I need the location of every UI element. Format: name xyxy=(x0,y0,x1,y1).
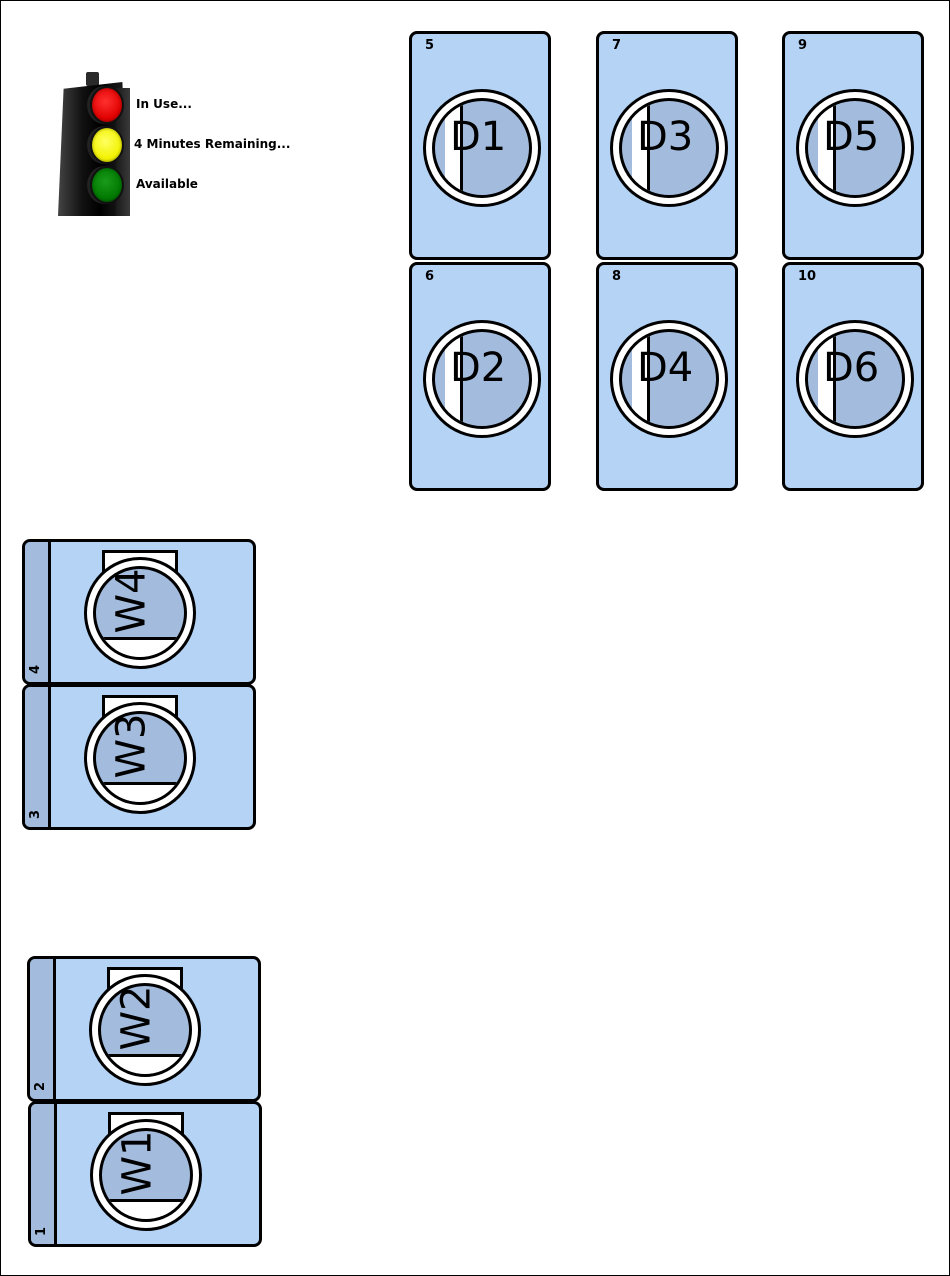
washer-side-panel xyxy=(25,687,51,827)
dryer-d3[interactable]: 7 D3 xyxy=(596,31,738,260)
legend-available-label: Available xyxy=(136,177,198,191)
dryer-door-icon: D5 xyxy=(796,89,914,207)
dryer-d6[interactable]: 10 D6 xyxy=(782,262,924,491)
legend-remaining-label: 4 Minutes Remaining... xyxy=(134,137,291,151)
machine-number: 9 xyxy=(798,38,808,53)
machine-number: 8 xyxy=(612,269,622,284)
machine-number: 6 xyxy=(425,269,435,284)
dryer-d4[interactable]: 8 D4 xyxy=(596,262,738,491)
machine-label: D4 xyxy=(637,345,694,391)
red-light-icon xyxy=(90,86,124,124)
machine-number: 7 xyxy=(612,38,622,53)
washer-door-icon: W4 xyxy=(84,557,196,669)
machine-number: 10 xyxy=(798,269,817,284)
machine-number: 1 xyxy=(34,1226,49,1236)
washer-door-icon: W3 xyxy=(84,702,196,814)
machine-label: W4 xyxy=(108,568,155,634)
machine-label: W3 xyxy=(108,713,155,779)
status-legend: In Use... 4 Minutes Remaining... Availab… xyxy=(56,70,316,220)
dryer-door-icon: D4 xyxy=(610,320,728,438)
machine-label: D5 xyxy=(823,114,880,160)
dryer-door-icon: D1 xyxy=(423,89,541,207)
dryer-door-icon: D2 xyxy=(423,320,541,438)
traffic-light-pole xyxy=(86,72,99,86)
washer-w4[interactable]: 4 W4 xyxy=(22,539,256,685)
dryer-d2[interactable]: 6 D2 xyxy=(409,262,551,491)
dryer-d5[interactable]: 9 D5 xyxy=(782,31,924,260)
machine-label: D6 xyxy=(823,345,880,391)
machine-number: 3 xyxy=(28,809,43,819)
machine-label: W2 xyxy=(113,985,160,1051)
machine-number: 4 xyxy=(28,664,43,674)
dryer-door-icon: D6 xyxy=(796,320,914,438)
machine-label: W1 xyxy=(114,1130,161,1196)
machine-label: D2 xyxy=(450,345,507,391)
legend-in-use-label: In Use... xyxy=(136,97,192,111)
washer-door-icon: W1 xyxy=(90,1119,202,1231)
dryer-door-icon: D3 xyxy=(610,89,728,207)
washer-door-icon: W2 xyxy=(89,974,201,1086)
machine-number: 5 xyxy=(425,38,435,53)
machine-label: D3 xyxy=(637,114,694,160)
green-light-icon xyxy=(90,166,124,204)
washer-w1[interactable]: 1 W1 xyxy=(28,1101,262,1247)
washer-side-panel xyxy=(30,959,56,1099)
washer-w3[interactable]: 3 W3 xyxy=(22,684,256,830)
washer-side-panel xyxy=(31,1104,57,1244)
dryer-d1[interactable]: 5 D1 xyxy=(409,31,551,260)
washer-side-panel xyxy=(25,542,51,682)
machine-number: 2 xyxy=(33,1081,48,1091)
washer-w2[interactable]: 2 W2 xyxy=(27,956,261,1102)
machine-label: D1 xyxy=(450,114,507,160)
yellow-light-icon xyxy=(90,126,124,164)
